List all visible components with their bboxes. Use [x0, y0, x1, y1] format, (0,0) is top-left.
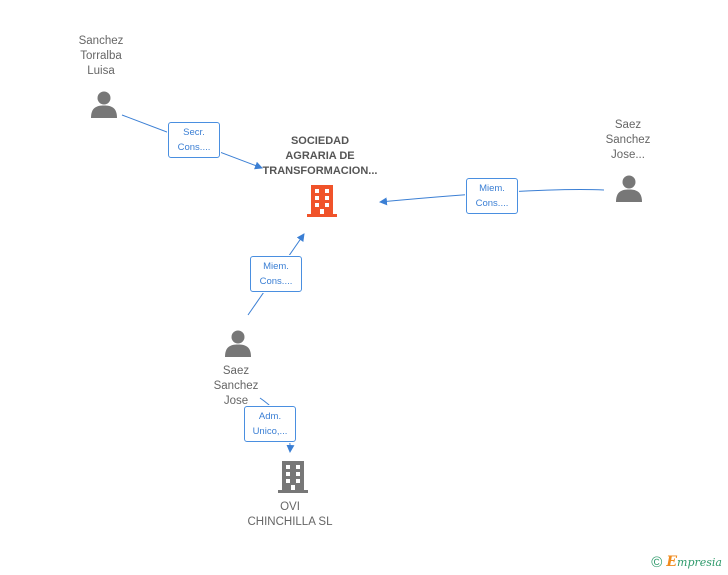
brand-logo: Empresia — [666, 554, 722, 570]
person-name-saez-center[interactable]: Saez Sanchez Jose — [213, 365, 259, 407]
person-name-saez-right[interactable]: Saez Sanchez Jose... — [605, 119, 651, 161]
person-icon[interactable] — [223, 328, 253, 358]
edge-label-adm[interactable]: Adm. Unico,... — [244, 406, 296, 442]
person-icon[interactable] — [89, 89, 119, 119]
building-icon[interactable] — [277, 460, 309, 494]
company-name-sociedad[interactable]: SOCIEDAD AGRARIA DE TRANSFORMACION... — [262, 135, 378, 177]
footer-brand: ©Empresia — [651, 554, 722, 571]
edge-label-secr[interactable]: Secr. Cons.... — [168, 122, 220, 158]
edge-label-miem-right[interactable]: Miem. Cons.... — [466, 178, 518, 214]
company-name-ovi[interactable]: OVI CHINCHILLA SL — [247, 501, 333, 528]
person-icon[interactable] — [614, 173, 644, 203]
copyright-icon: © — [651, 554, 663, 571]
person-name-sanchez-torralba[interactable]: Sanchez Torralba Luisa — [78, 35, 124, 77]
building-icon[interactable] — [306, 184, 338, 218]
edge-label-miem-center[interactable]: Miem. Cons.... — [250, 256, 302, 292]
